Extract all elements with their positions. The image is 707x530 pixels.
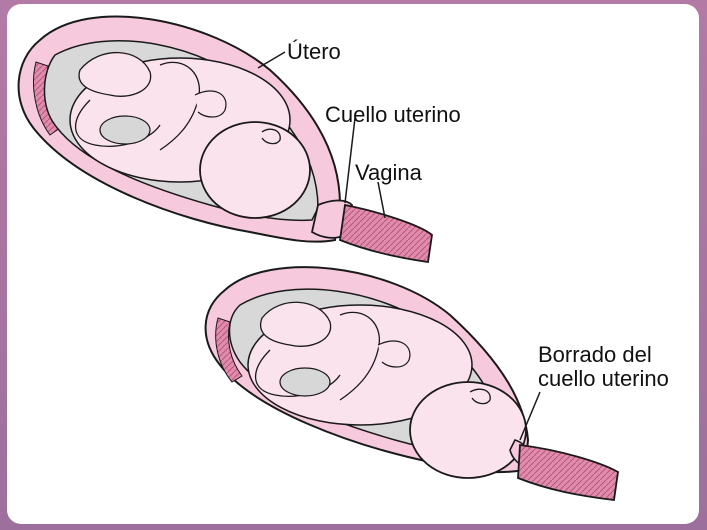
uterus-before-effacement xyxy=(19,17,432,262)
label-borrado-line1: Borrado del xyxy=(538,342,652,367)
diagram-panel: Útero Cuello uterino Vagina Borrado del … xyxy=(7,4,699,524)
label-cuello-uterino: Cuello uterino xyxy=(325,102,461,127)
label-borrado-line2: cuello uterino xyxy=(538,366,669,391)
fetal-head-bottom xyxy=(410,382,526,478)
cervical-effacement-diagram xyxy=(7,4,699,524)
vagina-top xyxy=(340,205,432,262)
label-utero: Útero xyxy=(287,39,341,64)
label-vagina: Vagina xyxy=(355,160,422,185)
vagina-bottom xyxy=(518,445,618,500)
fetal-head-top xyxy=(200,122,310,218)
